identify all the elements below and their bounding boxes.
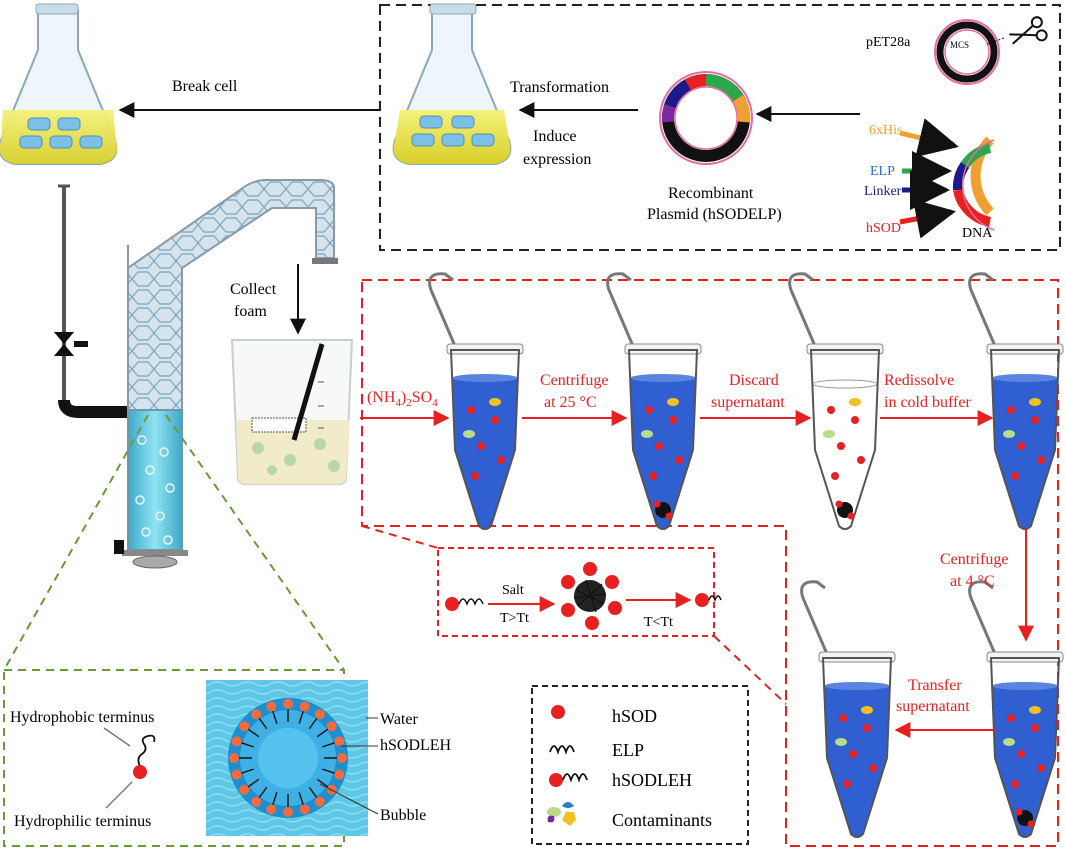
hsodleh-molecule — [133, 734, 156, 779]
beaker — [230, 339, 354, 485]
vector-plasmid — [934, 19, 1000, 85]
arrow-hsod — [899, 199, 956, 239]
centrifuge-25-label-1: Centrifuge — [540, 372, 608, 389]
transition-inset-border — [437, 547, 715, 637]
mcs-label: MCS — [950, 40, 969, 50]
micelle-head — [334, 769, 345, 780]
t-below-label: T<Tt — [644, 615, 673, 630]
hydrophilic-label: Hydrophilic terminus — [14, 813, 151, 830]
micelle-head — [231, 769, 242, 780]
hydrophobic-label: Hydrophobic terminus — [10, 709, 154, 726]
micelle-head — [314, 709, 325, 720]
micelle-head — [266, 804, 277, 815]
water-label: Water — [380, 711, 418, 728]
dna-label: DNA — [962, 226, 993, 241]
ammonium-sulfate-label: (NH4)2SO4 — [367, 389, 438, 409]
elp-label: ELP — [870, 164, 895, 179]
tube-centrifuged-4 — [968, 580, 1064, 838]
legend-elp-label: ELP — [612, 740, 644, 760]
micelle-head — [229, 753, 239, 763]
legend-border — [531, 685, 749, 845]
arrow-his — [899, 118, 959, 158]
recombinant-label-2: Plasmid (hSODELP) — [647, 206, 782, 223]
micelle-head — [251, 709, 262, 720]
foam-column — [127, 409, 183, 551]
collect-label-2: foam — [234, 303, 267, 320]
transfer-label-2: supernatant — [896, 698, 970, 715]
transfer-label-1: Transfer — [908, 677, 962, 694]
hsod-insert-label: hSOD — [866, 221, 901, 236]
tube-redissolved — [968, 272, 1064, 530]
micelle-head — [239, 721, 250, 732]
salt-label: Salt — [502, 583, 524, 598]
bubble-label: Bubble — [380, 807, 426, 824]
hsodleh-aggregate — [561, 562, 622, 630]
micelle-head — [283, 699, 293, 709]
centrifuge-4-label-2: at 4 °C — [950, 573, 995, 590]
collect-label-1: Collect — [230, 281, 277, 298]
micelle-head — [334, 736, 345, 747]
t-above-label: T>Tt — [500, 611, 529, 626]
bubble-micelle — [228, 698, 348, 818]
redissolve-label-1: Redissolve — [884, 372, 954, 389]
micelle-head — [326, 721, 337, 732]
micelle-head — [231, 736, 242, 747]
legend-hsod-label: hSOD — [612, 706, 657, 726]
tube-salted — [428, 272, 524, 530]
flask-lysate — [0, 3, 118, 165]
hsodleh-label: hSODLEH — [380, 737, 452, 754]
vector-label: pET28a — [866, 35, 911, 50]
centrifuge-25-label-2: at 25 °C — [544, 394, 597, 411]
hsodleh-monomer-left — [445, 597, 484, 611]
flask-culture — [392, 3, 512, 165]
valve-icon — [54, 332, 88, 356]
tube-centrifuged-25 — [606, 272, 702, 530]
legend-hsod-icon — [551, 705, 565, 719]
legend-contaminants-label: Contaminants — [612, 810, 712, 830]
discard-label-2: supernatant — [711, 394, 785, 411]
dna-insert — [952, 136, 995, 231]
tube-supernatant — [800, 580, 896, 838]
micelle-head — [337, 753, 347, 763]
micelle-head — [299, 804, 310, 815]
linker-label: Linker — [864, 184, 902, 199]
legend-hsodleh-label: hSODLEH — [612, 770, 692, 790]
redissolve-label-2: in cold buffer — [884, 394, 971, 411]
his-label: 6xHis — [869, 123, 902, 138]
micelle-head — [299, 701, 310, 712]
expression-label: expression — [523, 151, 591, 168]
legend-hsodleh-icon — [549, 773, 588, 787]
hsodleh-monomer-right — [695, 593, 722, 607]
micelle-head — [266, 701, 277, 712]
centrifuge-4-label-1: Centrifuge — [940, 551, 1008, 568]
micelle-head — [314, 796, 325, 807]
micelle-head — [239, 784, 250, 795]
expression-panel-border — [379, 4, 1061, 251]
break-cell-label: Break cell — [172, 78, 238, 95]
transformation-label: Transformation — [510, 79, 609, 96]
discard-label-1: Discard — [729, 372, 779, 389]
micelle-head — [251, 796, 262, 807]
recombinant-label-1: Recombinant — [668, 185, 754, 202]
legend-contaminants-icon — [547, 802, 576, 826]
recombinant-plasmid — [659, 71, 753, 165]
legend-elp-icon — [549, 745, 575, 755]
tube-pellet — [788, 272, 884, 530]
foam-riser — [127, 179, 335, 419]
scissors-icon — [1009, 16, 1048, 45]
induce-label: Induce — [533, 128, 577, 145]
micelle-head — [283, 807, 293, 817]
